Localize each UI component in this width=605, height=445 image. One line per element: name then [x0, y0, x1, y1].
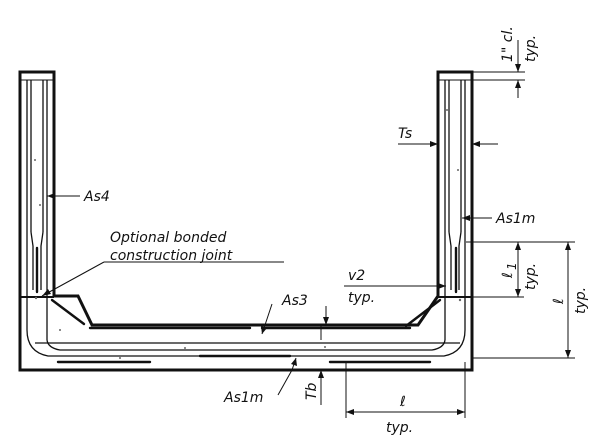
- construction-joint-label-1: Optional bonded: [110, 230, 226, 246]
- left-wall-rebar: [26, 80, 48, 340]
- clear-cover-label: 1" cl.: [500, 26, 516, 62]
- l1-dimension: ℓ 1 typ.: [466, 241, 539, 298]
- l-right-label: ℓ: [551, 298, 567, 305]
- ts-label: Ts: [398, 126, 412, 142]
- l-bottom-dimension: ℓ typ.: [345, 362, 466, 436]
- construction-joint-label-2: construction joint: [110, 248, 233, 264]
- l-right-typ-label: typ.: [573, 287, 589, 314]
- as1m-bottom-label: As1m: [223, 390, 263, 406]
- l-bottom-label: ℓ: [399, 394, 406, 410]
- concrete-aggregate: [34, 109, 462, 359]
- clear-cover-dimension: 1" cl. typ.: [472, 26, 539, 98]
- as3-label: As3: [281, 293, 308, 309]
- clear-cover-typ-label: typ.: [523, 35, 539, 62]
- tb-dimension: Tb: [304, 325, 324, 405]
- as4-callout: As4: [47, 189, 110, 205]
- slab-top-cover-arrow: [323, 306, 329, 325]
- v2-typ-label: typ.: [348, 290, 375, 306]
- right-wall-rebar: [444, 80, 466, 340]
- l1-typ-label: typ.: [523, 263, 539, 290]
- as1m-right-label: As1m: [495, 211, 535, 227]
- ts-dimension: Ts: [398, 126, 498, 147]
- v2-callout: v2 typ.: [344, 268, 446, 306]
- l-bottom-typ-label: typ.: [386, 420, 413, 436]
- base-slab-rebar: [26, 298, 466, 364]
- as1m-bottom-callout: As1m: [223, 357, 297, 406]
- as3-callout: As3: [261, 293, 308, 335]
- l1-subscript: 1: [505, 262, 519, 270]
- concrete-outline: [18, 70, 474, 372]
- tb-label: Tb: [304, 382, 320, 400]
- as4-label: As4: [83, 189, 110, 205]
- as1m-right-callout: As1m: [462, 211, 535, 227]
- l-right-dimension: ℓ typ.: [472, 241, 589, 359]
- v2-label: v2: [348, 268, 365, 284]
- construction-joint-callout: Optional bonded construction joint: [41, 230, 284, 297]
- l1-label: ℓ: [500, 272, 516, 279]
